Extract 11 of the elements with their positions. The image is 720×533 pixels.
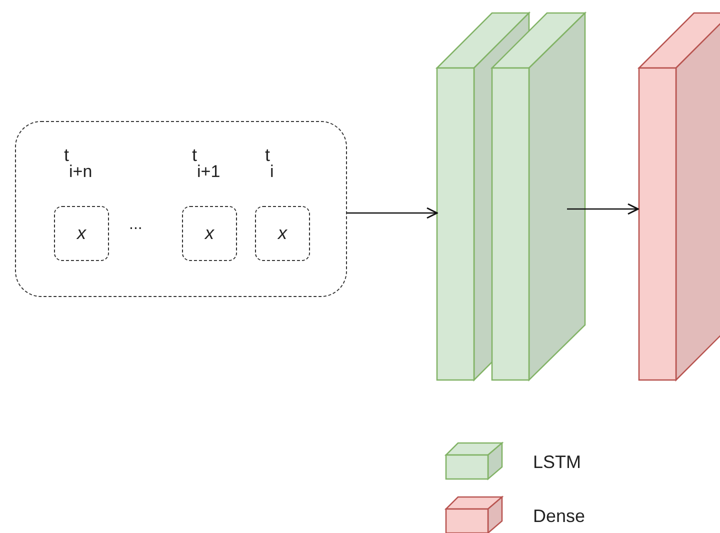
- arrow: [347, 207, 438, 219]
- ellipsis-label: ...: [129, 216, 142, 234]
- layer-block: [492, 13, 585, 380]
- layer-block: [639, 13, 720, 380]
- input-variable: x: [77, 223, 86, 244]
- input-variable: x: [205, 223, 214, 244]
- input-variable: x: [278, 223, 287, 244]
- legend-label: Dense: [533, 506, 586, 527]
- legend-label: LSTM: [533, 452, 582, 473]
- input-sequence-container: [15, 121, 347, 297]
- arrow: [567, 203, 639, 215]
